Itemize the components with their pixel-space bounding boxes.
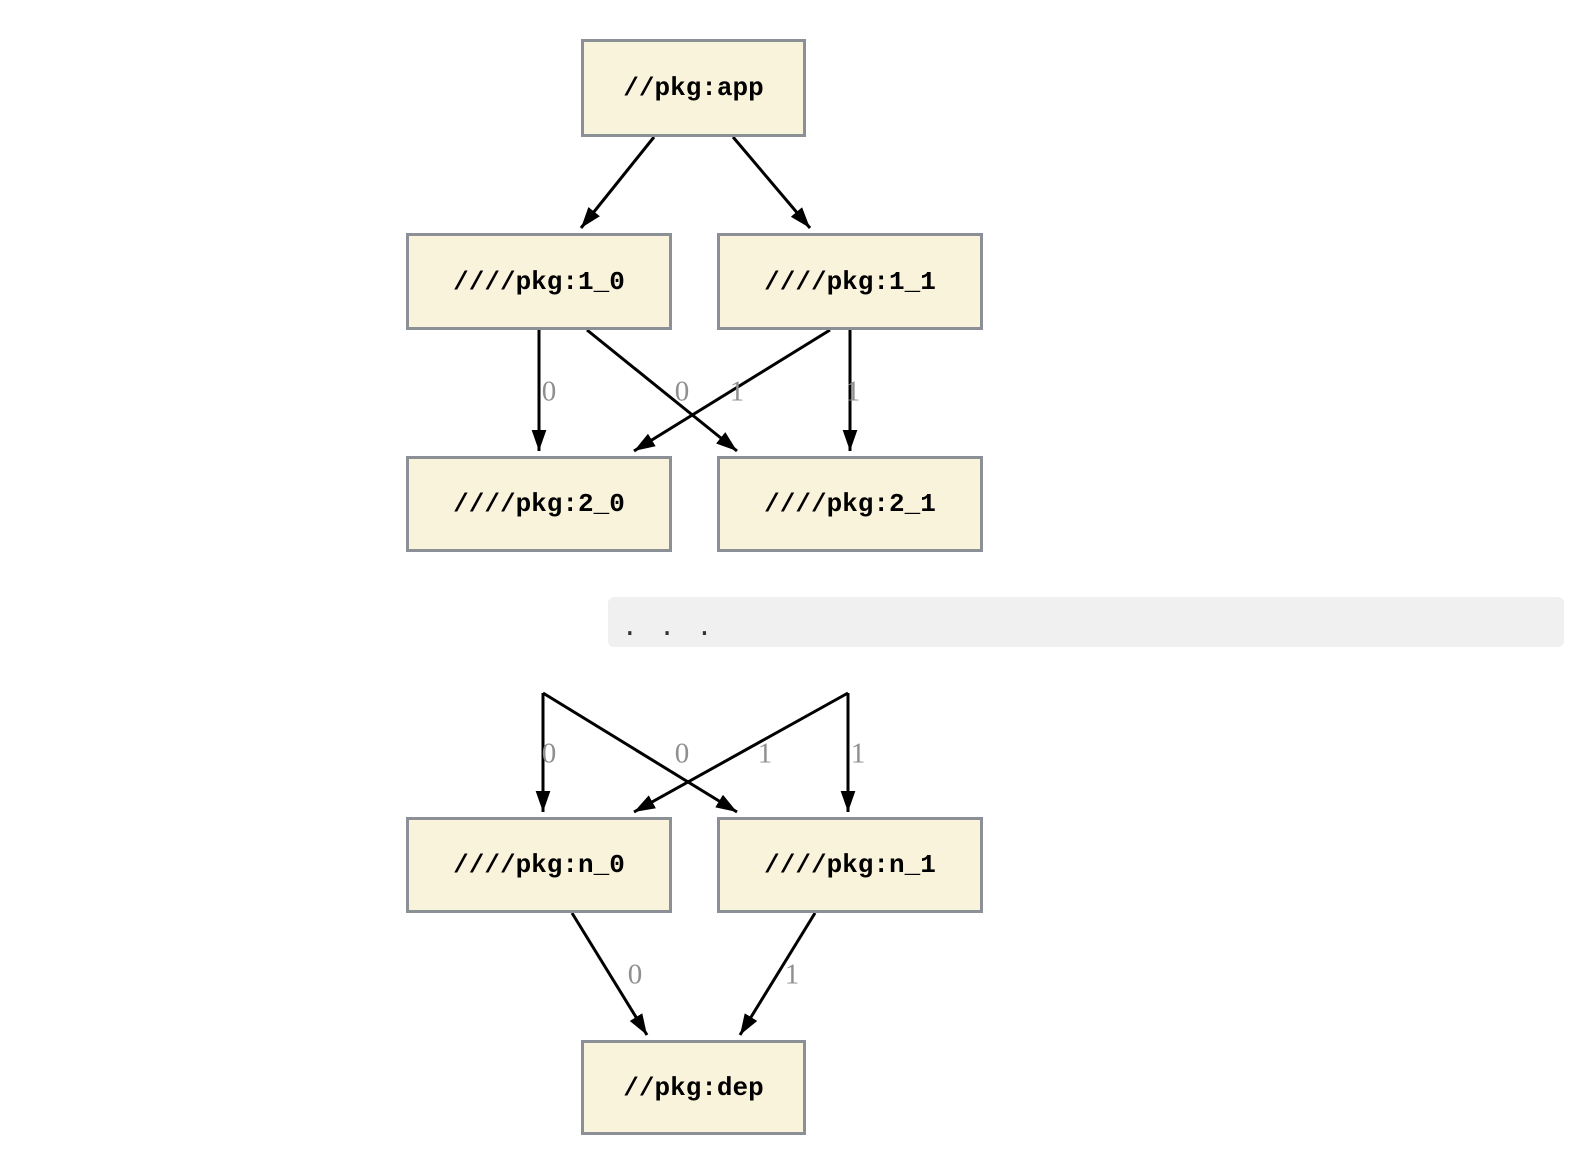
edge-label-1_0-2_0: 0 (541, 375, 557, 408)
edge-n_1-to-dep (738, 912, 817, 1036)
edge-label-prev-n_1-diagonal: 1 (757, 737, 773, 770)
node-pkg-2_1-label: ////pkg:2_1 (764, 489, 936, 519)
node-pkg-app-label: //pkg:app (623, 73, 764, 103)
node-pkg-1_1: ////pkg:1_1 (717, 233, 983, 330)
edge-label-1_0-2_1: 1 (729, 375, 745, 408)
node-pkg-n_0-label: ////pkg:n_0 (453, 850, 625, 880)
node-pkg-2_0: ////pkg:2_0 (406, 456, 672, 552)
edge-label-n_0-dep: 0 (627, 958, 643, 991)
edge-n_0-to-dep (570, 912, 649, 1036)
node-pkg-2_0-label: ////pkg:2_0 (453, 489, 625, 519)
edge-label-prev-n_0-vertical: 0 (541, 737, 557, 770)
node-pkg-2_1: ////pkg:2_1 (717, 456, 983, 552)
node-pkg-1_0-label: ////pkg:1_0 (453, 266, 625, 297)
edge-prev-to-n_1-diagonal (542, 691, 738, 814)
edge-app-to-1_1 (731, 136, 812, 229)
edge-label-1_1-2_0: 0 (674, 375, 690, 408)
edge-label-prev-n_0-diagonal: 0 (674, 737, 690, 770)
node-pkg-1_1-label: ////pkg:1_1 (764, 266, 936, 297)
edge-label-prev-n_1-vertical: 1 (850, 737, 866, 770)
edge-1_1-to-2_0 (633, 328, 831, 453)
edge-1_0-to-2_1 (586, 328, 738, 453)
edge-label-n_1-dep: 1 (784, 958, 800, 991)
ellipsis-band: . . . (608, 597, 1564, 647)
node-pkg-n_1-label: ////pkg:n_1 (764, 850, 936, 880)
edge-label-1_1-2_1: 1 (845, 375, 861, 408)
node-pkg-app: //pkg:app (581, 39, 806, 137)
edge-prev-to-n_0-diagonal (633, 691, 849, 814)
node-pkg-dep-label: //pkg:dep (623, 1072, 764, 1103)
node-pkg-1_0: ////pkg:1_0 (406, 233, 672, 330)
edge-app-to-1_0 (579, 136, 656, 229)
node-pkg-n_1: ////pkg:n_1 (717, 817, 983, 913)
node-pkg-n_0: ////pkg:n_0 (406, 817, 672, 913)
node-pkg-dep: //pkg:dep (581, 1040, 806, 1135)
ellipsis-text: . . . (622, 612, 716, 642)
